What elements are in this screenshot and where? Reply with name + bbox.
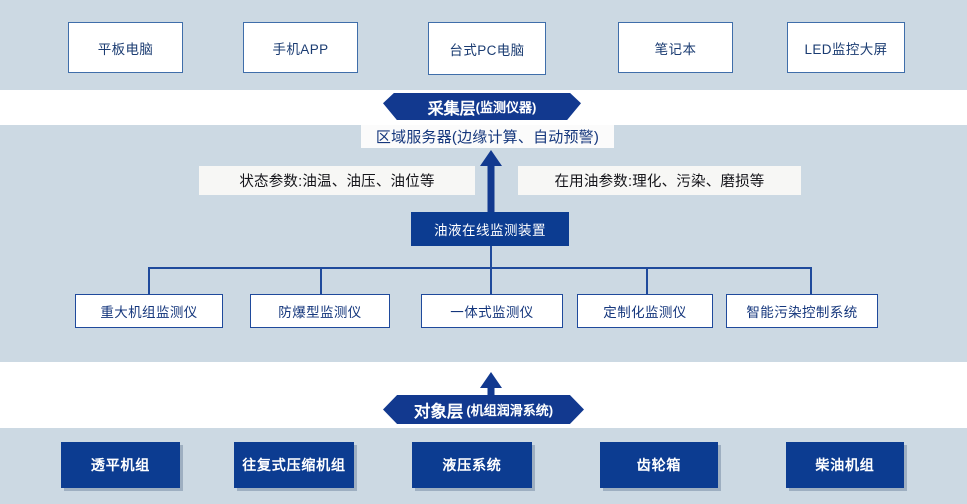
instrument-box-customized-monitor[interactable]: 定制化监测仪 [577,294,713,328]
terminal-box-desktop-pc[interactable]: 台式PC电脑 [428,22,546,75]
parameter-label-status: 状态参数:油温、油压、油位等 [199,166,475,195]
object-layer-banner: 对象层 (机组润滑系统) [383,395,584,424]
equipment-box-hydraulic-system[interactable]: 液压系统 [412,442,532,488]
connector-drop-instrument-1 [148,267,150,294]
object-banner-title: 对象层 [413,402,464,421]
collection-banner-subtitle: (监测仪器) [475,100,537,115]
terminal-box-tablet[interactable]: 平板电脑 [68,22,183,73]
collection-layer-banner: 采集层 (监测仪器) [383,93,581,120]
connector-instrument-bus [148,267,811,269]
terminal-box-led-wall[interactable]: LED监控大屏 [787,22,905,73]
connector-drop-instrument-2 [320,267,322,294]
equipment-box-reciprocating-compressor[interactable]: 往复式压缩机组 [234,442,354,488]
instrument-box-major-unit-monitor[interactable]: 重大机组监测仪 [75,294,223,328]
parameter-label-in-service-oil: 在用油参数:理化、污染、磨损等 [518,166,801,195]
terminal-box-laptop[interactable]: 笔记本 [618,22,733,73]
equipment-box-gearbox[interactable]: 齿轮箱 [600,442,718,488]
instrument-box-integrated-monitor[interactable]: 一体式监测仪 [421,294,563,328]
connector-drop-instrument-4 [646,267,648,294]
object-banner-subtitle: (机组润滑系统) [466,403,554,418]
connector-device-drop [490,246,492,268]
connector-drop-instrument-5 [810,267,812,294]
connector-drop-instrument-3 [490,267,492,294]
collection-banner-title: 采集层 [427,100,476,118]
terminal-box-mobile-app[interactable]: 手机APP [243,22,358,73]
arrow-device-to-server [479,150,503,212]
equipment-box-turbine-unit[interactable]: 透平机组 [61,442,180,488]
regional-server-label: 区域服务器(边缘计算、自动预警) [361,125,614,148]
instrument-box-smart-contamination-control[interactable]: 智能污染控制系统 [726,294,878,328]
online-oil-monitoring-device-box[interactable]: 油液在线监测装置 [411,212,569,246]
instrument-box-explosion-proof-monitor[interactable]: 防爆型监测仪 [250,294,390,328]
equipment-box-diesel-generator[interactable]: 柴油机组 [786,442,904,488]
